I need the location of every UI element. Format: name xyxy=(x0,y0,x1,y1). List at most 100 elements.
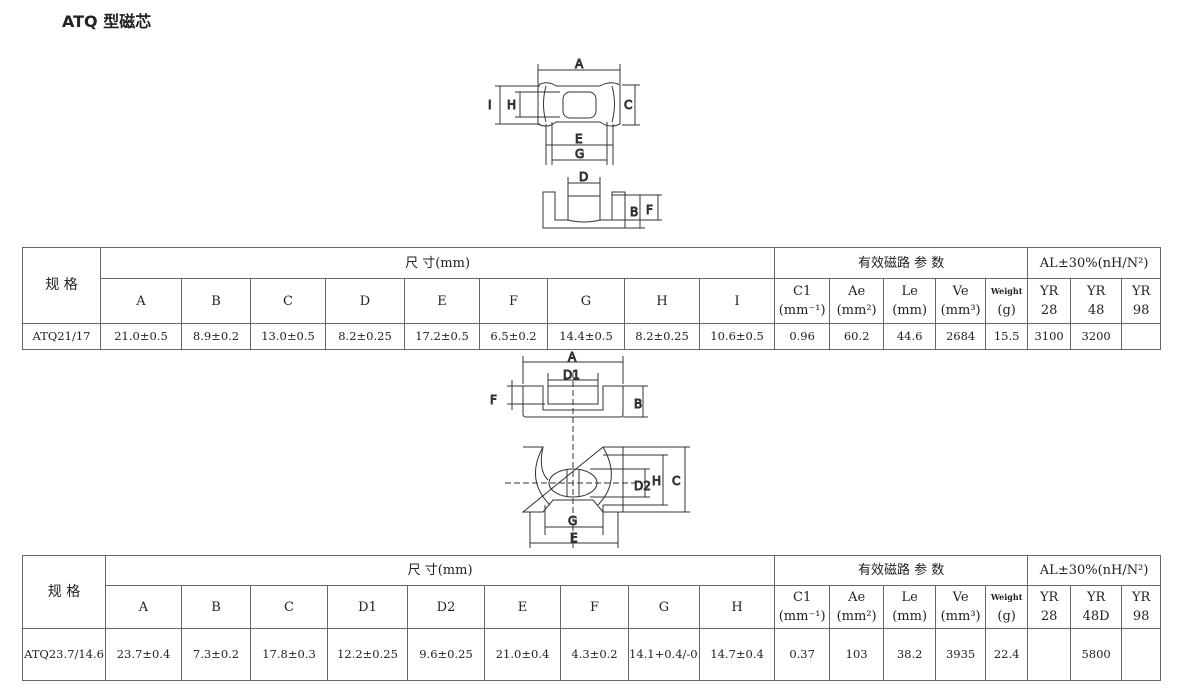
param-column-header: Le (mm) xyxy=(883,585,937,629)
value-cell: 17.8±0.3 xyxy=(250,628,328,681)
spec-header: 规 格 xyxy=(22,555,106,629)
param-header-line: (mm³) xyxy=(940,609,981,624)
param-header-line: C1 xyxy=(793,284,812,299)
al-header: AL±30%(nH/N²) xyxy=(1027,555,1162,586)
dim-column-header: B xyxy=(181,278,251,324)
drawing-label: F xyxy=(490,393,497,407)
param-header-line: Le xyxy=(901,284,918,299)
value-cell: 8.2±0.25 xyxy=(325,323,405,350)
al-header-line: 98 xyxy=(1132,303,1150,318)
atq23-drawing: A D1 F B D2 H C G E xyxy=(490,350,690,548)
drawing-label: G xyxy=(568,514,577,528)
value-cell: 2684 xyxy=(935,323,987,350)
param-column-header: Weight(g) xyxy=(985,585,1029,629)
drawing-label: D1 xyxy=(563,368,580,382)
value-cell: 21.0±0.5 xyxy=(100,323,182,350)
dimensions-header: 尺 寸(mm) xyxy=(99,247,776,279)
al-header-line: YR xyxy=(1131,590,1151,605)
value-cell: 12.2±0.25 xyxy=(327,628,408,681)
value-cell: 15.5 xyxy=(985,323,1029,350)
value-cell: 10.6±0.5 xyxy=(698,323,776,350)
al-column-header: YR 28 xyxy=(1027,585,1072,629)
param-column-header: Ve (mm³) xyxy=(935,585,987,629)
drawing-label: H xyxy=(507,98,516,112)
value-cell: 44.6 xyxy=(883,323,937,350)
dim-column-header: H xyxy=(698,585,776,629)
al-header-line: YR xyxy=(1039,284,1059,299)
param-header-line: Ae xyxy=(848,590,866,605)
dim-column-header: C xyxy=(250,585,328,629)
param-header-line: (mm³) xyxy=(940,303,981,318)
value-cell: 23.7±0.4 xyxy=(105,628,182,681)
al-header-line: 28 xyxy=(1040,609,1058,624)
value-cell xyxy=(1121,628,1162,681)
spec-header: 规 格 xyxy=(22,247,101,324)
dimensions-header: 尺 寸(mm) xyxy=(104,555,776,586)
param-header-line: Weight xyxy=(990,286,1023,296)
drawing-label: F xyxy=(646,203,653,217)
value-cell xyxy=(1121,323,1162,350)
value-cell: 6.5±0.2 xyxy=(479,323,548,350)
value-cell: 22.4 xyxy=(985,628,1029,681)
param-header-line: Ve xyxy=(952,284,969,299)
value-cell: 103 xyxy=(829,628,885,681)
al-header-line: 48D xyxy=(1082,609,1110,624)
magnetic-params-header: 有效磁路 参 数 xyxy=(774,247,1029,279)
param-header-line: C1 xyxy=(793,590,812,605)
value-cell: 0.37 xyxy=(774,628,831,681)
drawing-label: A xyxy=(568,350,577,364)
dim-column-header: I xyxy=(698,278,776,324)
al-header-line: YR xyxy=(1131,284,1151,299)
param-header-line: Ve xyxy=(952,590,969,605)
param-header-line: (mm⁻¹) xyxy=(778,609,826,624)
dim-column-header: H xyxy=(624,278,700,324)
magnetic-params-header: 有效磁路 参 数 xyxy=(774,555,1029,586)
param-header-line: Ae xyxy=(848,284,866,299)
drawing-label: D xyxy=(579,170,588,184)
value-cell: 38.2 xyxy=(883,628,937,681)
value-cell: 60.2 xyxy=(829,323,885,350)
param-column-header: Ve (mm³) xyxy=(935,278,987,324)
drawing-label: C xyxy=(624,98,632,112)
param-column-header: C1 (mm⁻¹) xyxy=(774,585,831,629)
param-header-line: (mm⁻¹) xyxy=(778,303,826,318)
dim-column-header: D2 xyxy=(407,585,485,629)
atq21-drawing: A C I H E G D B F xyxy=(488,57,662,229)
page-title: ATQ 型磁芯 xyxy=(62,12,152,31)
al-header-line: YR xyxy=(1039,590,1059,605)
al-column-header: YR 98 xyxy=(1121,278,1162,324)
param-header-line: (mm) xyxy=(892,303,928,318)
drawing-label: G xyxy=(575,147,584,161)
param-header-line: (mm) xyxy=(892,609,928,624)
al-header-line: YR xyxy=(1086,284,1106,299)
param-column-header: Ae (mm²) xyxy=(829,585,885,629)
drawing-label: E xyxy=(570,531,578,545)
drawing-label: H xyxy=(652,474,661,488)
param-header-line: (mm²) xyxy=(836,609,877,624)
drawing-label: B xyxy=(634,397,642,411)
drawing-label: D2 xyxy=(634,479,651,493)
value-cell: 7.3±0.2 xyxy=(181,628,251,681)
value-cell: 9.6±0.25 xyxy=(407,628,485,681)
dim-column-header: B xyxy=(181,585,251,629)
drawing-label: I xyxy=(488,98,492,112)
value-cell: 5800 xyxy=(1070,628,1123,681)
dim-column-header: D1 xyxy=(327,585,408,629)
value-cell: 3100 xyxy=(1027,323,1072,350)
value-cell: 8.9±0.2 xyxy=(181,323,251,350)
param-header-line: Le xyxy=(901,590,918,605)
param-header-line: Weight xyxy=(990,592,1023,602)
param-column-header: Weight (g) xyxy=(985,278,1029,324)
value-cell: 14.1+0.4/-0.5 xyxy=(628,628,700,681)
dim-column-header: C xyxy=(250,278,326,324)
dim-column-header: F xyxy=(479,278,548,324)
al-header-line: YR xyxy=(1086,590,1106,605)
param-header-line: (g) xyxy=(997,303,1016,318)
